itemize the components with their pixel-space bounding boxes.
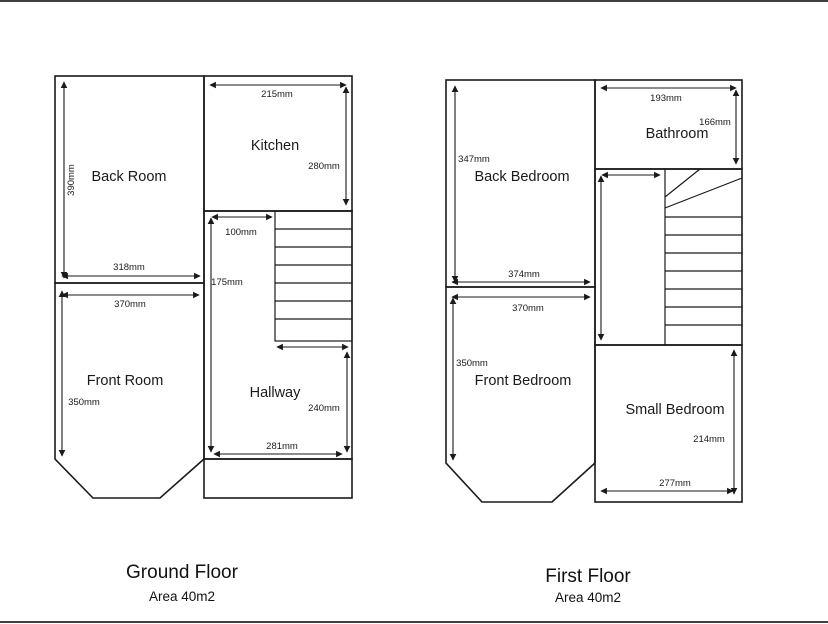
first-floor-stairs [664, 168, 743, 345]
dim-hallway-width: 281mm [266, 441, 298, 452]
dim-front-bedroom-height: 350mm [456, 358, 488, 369]
front-room-outline [54, 282, 205, 499]
dim-back-bedroom-width: 374mm [508, 269, 540, 280]
dim-hallway-height: 240mm [308, 403, 340, 414]
porch-outline [203, 458, 353, 499]
small-bedroom-outline [594, 344, 743, 503]
landing-outline [594, 168, 743, 346]
dim-front-bedroom-width: 370mm [512, 303, 544, 314]
dim-back-room-width: 318mm [113, 262, 145, 273]
ground-floor-area: Area 40m2 [149, 589, 215, 604]
hallway-outline [203, 210, 353, 460]
dim-bathroom-height: 166mm [699, 117, 731, 128]
dim-bathroom-width: 193mm [650, 93, 682, 104]
label-back-room: Back Room [92, 169, 167, 185]
label-hallway: Hallway [250, 385, 302, 401]
first-floor-plan: Back Bedroom Bathroom Front Bedroom Smal… [445, 79, 743, 605]
dim-front-room-width: 370mm [114, 299, 146, 310]
dim-front-room-height: 350mm [68, 397, 100, 408]
label-kitchen: Kitchen [251, 138, 299, 154]
label-bathroom: Bathroom [646, 126, 709, 142]
label-front-bedroom: Front Bedroom [475, 373, 572, 389]
dim-small-bedroom-width: 277mm [659, 478, 691, 489]
front-bedroom-outline [445, 286, 596, 503]
first-floor-title: First Floor [545, 566, 631, 587]
dim-kitchen-height: 280mm [308, 161, 340, 172]
label-front-room: Front Room [87, 373, 164, 389]
label-back-bedroom: Back Bedroom [474, 169, 569, 185]
ground-stairs [274, 210, 353, 342]
dim-hall-landing-width: 100mm [225, 227, 257, 238]
dim-back-room-height: 390mm [66, 164, 77, 196]
ground-floor-plan: Back Room Kitchen Front Room Hallway 390… [54, 75, 353, 604]
dim-hall-height: 175mm [211, 277, 243, 288]
dim-kitchen-width: 215mm [261, 89, 293, 100]
label-small-bedroom: Small Bedroom [625, 402, 724, 418]
ground-floor-title: Ground Floor [126, 562, 239, 583]
dim-back-bedroom-height: 347mm [458, 154, 490, 165]
first-floor-area: Area 40m2 [555, 590, 621, 605]
dim-small-bedroom-height: 214mm [693, 434, 725, 445]
